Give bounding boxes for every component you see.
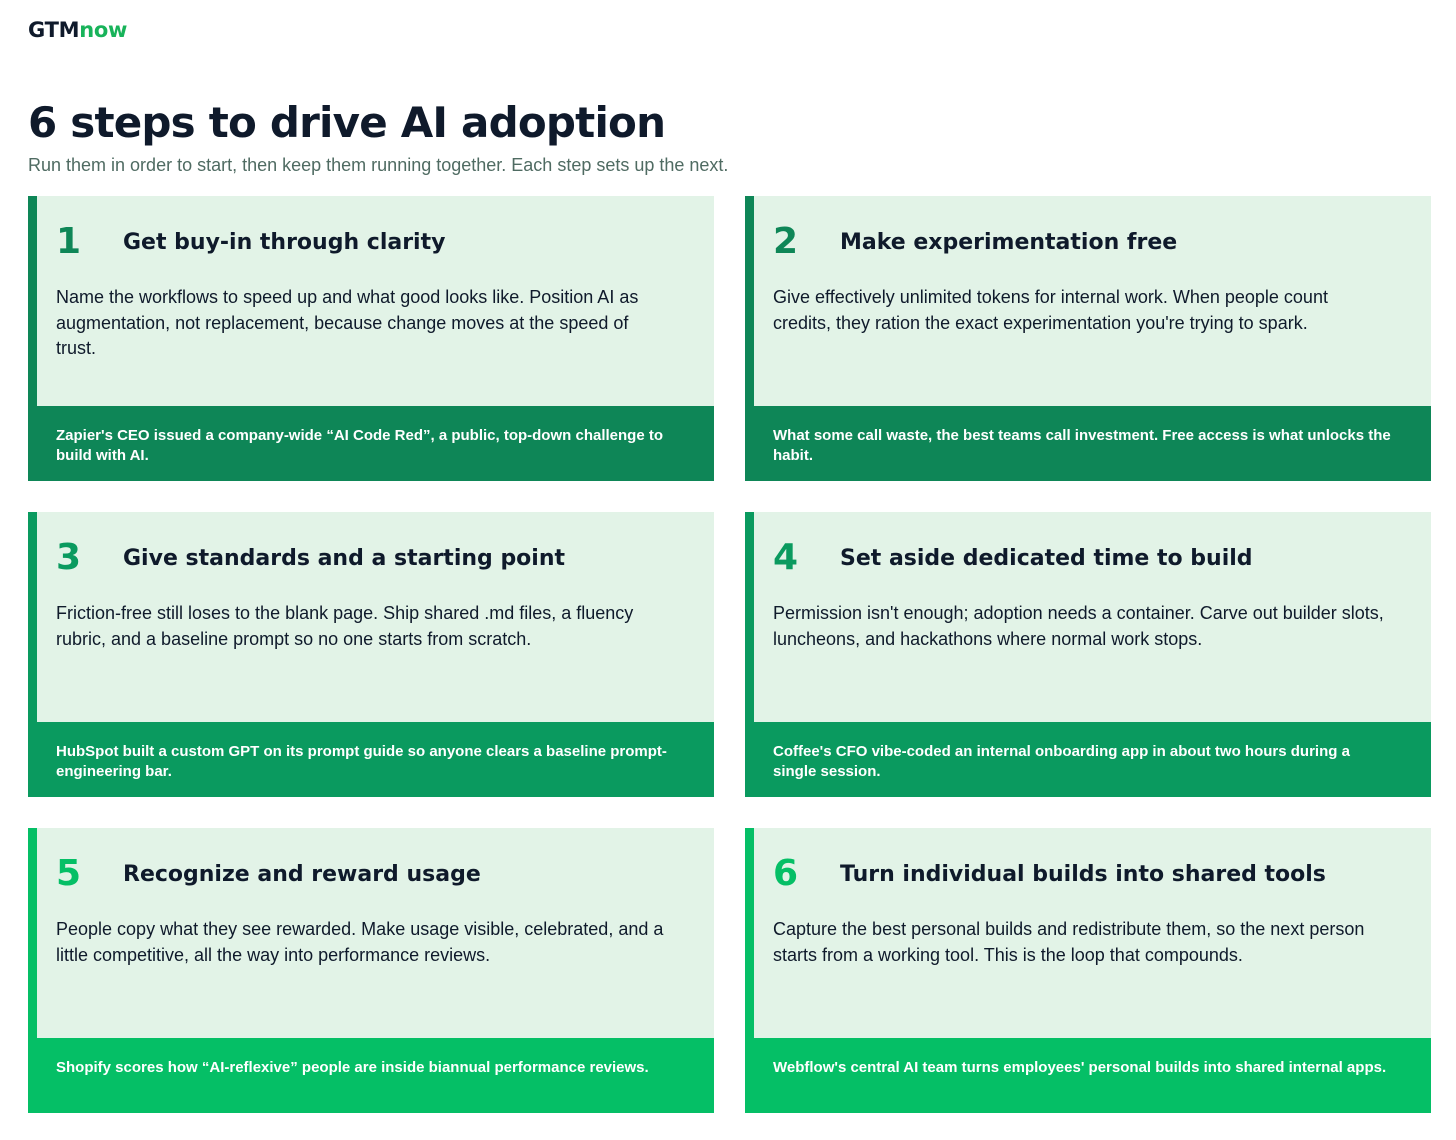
step-card-4: 4 Set aside dedicated time to build Perm… [745,512,1431,797]
step-title: Recognize and reward usage [123,861,481,887]
step-title: Make experimentation free [840,229,1178,255]
card-body: 2 Make experimentation free Give effecti… [745,196,1431,406]
step-title: Give standards and a starting point [123,545,566,571]
card-header: 4 Set aside dedicated time to build [773,536,1391,580]
step-card-5: 5 Recognize and reward usage People copy… [28,828,714,1113]
card-body: 3 Give standards and a starting point Fr… [28,512,714,722]
step-description: Permission isn't enough; adoption needs … [773,603,1384,649]
step-card-6: 6 Turn individual builds into shared too… [745,828,1431,1113]
step-description: Capture the best personal builds and red… [773,919,1365,965]
page-title: 6 steps to drive AI adoption [28,98,666,147]
card-body: 6 Turn individual builds into shared too… [745,828,1431,1038]
card-accent-bar [28,196,37,481]
step-title: Turn individual builds into shared tools [840,861,1326,887]
card-header: 2 Make experimentation free [773,220,1391,264]
step-card-1: 1 Get buy-in through clarity Name the wo… [28,196,714,481]
step-example: Shopify scores how “AI-reflexive” people… [28,1038,714,1113]
step-description: Name the workflows to speed up and what … [56,287,639,358]
step-number: 6 [773,853,799,894]
gtmnow-logo: GTMnow [28,18,127,42]
card-accent-bar [745,512,754,797]
steps-grid: 1 Get buy-in through clarity Name the wo… [28,196,1431,1113]
step-description: People copy what they see rewarded. Make… [56,919,664,965]
step-example: Zapier's CEO issued a company-wide “AI C… [28,406,714,481]
step-example: Coffee's CFO vibe-coded an internal onbo… [745,722,1431,797]
step-description: Friction-free still loses to the blank p… [56,603,634,649]
step-card-3: 3 Give standards and a starting point Fr… [28,512,714,797]
step-card-2: 2 Make experimentation free Give effecti… [745,196,1431,481]
logo-main-text: GTM [28,18,80,42]
card-header: 5 Recognize and reward usage [56,852,674,896]
step-example: Webflow's central AI team turns employee… [745,1038,1431,1113]
card-accent-bar [28,828,37,1113]
step-title: Set aside dedicated time to build [840,545,1253,571]
step-title: Get buy-in through clarity [123,229,446,255]
card-accent-bar [745,196,754,481]
step-number: 1 [56,221,82,262]
card-header: 6 Turn individual builds into shared too… [773,852,1391,896]
step-number: 4 [773,537,799,578]
card-body: 5 Recognize and reward usage People copy… [28,828,714,1038]
page-subtitle: Run them in order to start, then keep th… [28,155,729,175]
step-description: Give effectively unlimited tokens for in… [773,287,1328,333]
step-example: What some call waste, the best teams cal… [745,406,1431,481]
card-body: 1 Get buy-in through clarity Name the wo… [28,196,714,406]
step-number: 5 [56,853,82,894]
card-header: 1 Get buy-in through clarity [56,220,674,264]
card-accent-bar [28,512,37,797]
step-number: 2 [773,221,799,262]
card-accent-bar [745,828,754,1113]
step-number: 3 [56,537,82,578]
step-example: HubSpot built a custom GPT on its prompt… [28,722,714,797]
logo-accent-text: now [79,18,128,42]
card-body: 4 Set aside dedicated time to build Perm… [745,512,1431,722]
card-header: 3 Give standards and a starting point [56,536,674,580]
